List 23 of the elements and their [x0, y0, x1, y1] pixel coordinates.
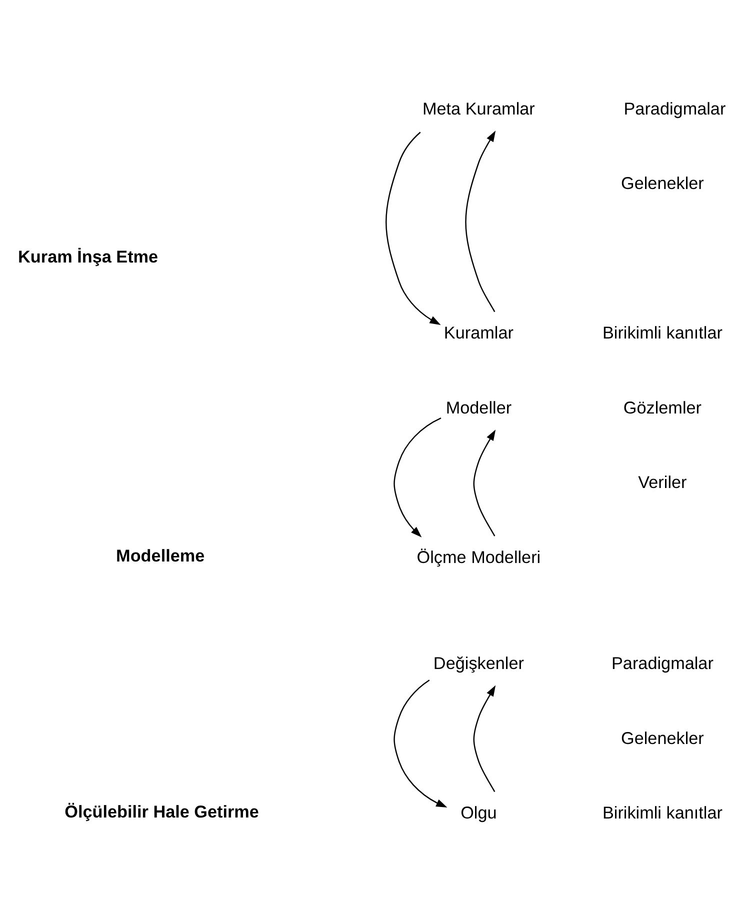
- node-text: Modeller: [446, 396, 512, 417]
- label: Paradigmalar: [624, 98, 726, 118]
- node-text: Ölçme Modelleri: [416, 546, 541, 566]
- label: Ölçülebilir Hale Getirme: [64, 800, 259, 821]
- arrow: [394, 417, 442, 537]
- node-text: Meta Kuramlar: [422, 98, 535, 118]
- label: Birikimli kanıtlar: [602, 322, 722, 342]
- label: Kuram İnşa Etme: [18, 246, 158, 266]
- arrow: [473, 684, 496, 792]
- label: Modelleme: [116, 545, 205, 566]
- label: Gözlemler: [623, 396, 702, 417]
- label: Veriler: [638, 472, 687, 492]
- label: Birikimli kanıtlar: [602, 802, 722, 822]
- label: Gelenekler: [621, 172, 704, 193]
- arrow: [386, 131, 441, 324]
- node-text: Olgu: [460, 802, 497, 822]
- arrow: [473, 429, 496, 536]
- node-text: Kuramlar: [444, 322, 514, 342]
- node-text: Değişkenler: [433, 652, 524, 673]
- arrow: [394, 679, 448, 807]
- arrow: [465, 130, 496, 312]
- label: Paradigmalar: [611, 652, 714, 673]
- label: Gelenekler: [621, 727, 704, 748]
